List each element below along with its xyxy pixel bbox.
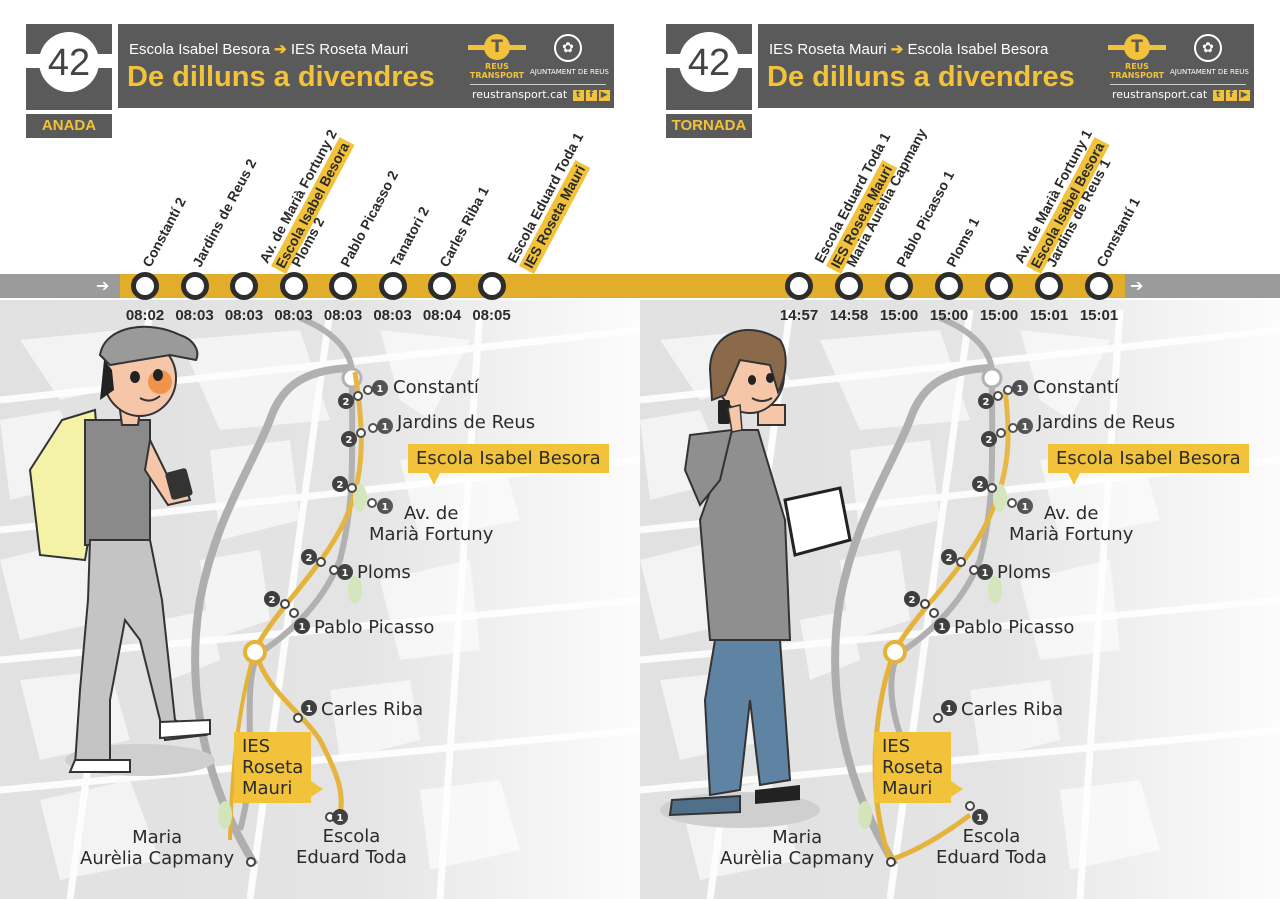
stop-marker[interactable] xyxy=(428,272,456,300)
map-label-constanti: Constantí xyxy=(393,377,479,398)
stop-time: 08:05 xyxy=(472,307,511,324)
map-label-maria-aurelia: Maria Aurèlia Capmany xyxy=(720,827,875,869)
map-tornada: 12 12 21 21 21 1 1 xyxy=(640,300,1280,899)
facebook-icon[interactable]: f xyxy=(585,89,597,101)
map-label-ploms: Ploms xyxy=(357,562,411,583)
callout-isabel-besora: Escola Isabel Besora xyxy=(1048,444,1249,485)
reus-transport-logo: T REUS TRANSPORT xyxy=(468,34,526,84)
stop-marker[interactable] xyxy=(785,272,813,300)
stop-time: 15:01 xyxy=(1079,307,1119,324)
website-link[interactable]: reustransport.cat xyxy=(472,88,568,101)
callout-roseta-mauri: IES Roseta Mauri xyxy=(874,732,964,803)
panel-anada: 12 12 21 21 21 1 1 xyxy=(0,24,640,899)
stop-marker[interactable] xyxy=(180,272,209,300)
stop-marker[interactable] xyxy=(885,272,913,300)
stop-marker[interactable] xyxy=(1035,272,1063,300)
map-label-av-maria-fortuny: Av. de Marià Fortuny xyxy=(369,503,494,545)
ajuntament-logo: ✿ AJUNTAMENT DE REUS xyxy=(1170,34,1249,76)
stop-marker[interactable] xyxy=(131,272,159,300)
city-seal-icon: ✿ xyxy=(554,34,582,62)
reus-transport-logo-text: REUS TRANSPORT xyxy=(1109,62,1165,80)
map-label-ploms: Ploms xyxy=(997,562,1051,583)
boy-illustration xyxy=(28,325,215,776)
map-label-maria-aurelia: Maria Aurèlia Capmany xyxy=(80,827,235,869)
direction-badge: ANADA xyxy=(26,114,112,138)
map-anada: 12 12 21 21 21 1 1 xyxy=(0,300,640,899)
line-number-badge: 42 xyxy=(666,24,752,110)
facebook-icon[interactable]: f xyxy=(1225,89,1237,101)
direction-arrow-icon: ➔ xyxy=(1130,276,1144,295)
ajuntament-text: AJUNTAMENT DE REUS xyxy=(530,68,609,76)
map-label-jardins: Jardins de Reus xyxy=(1037,412,1176,433)
route-arrow-icon: ➔ xyxy=(890,41,904,58)
youtube-icon[interactable]: ▶ xyxy=(1238,89,1250,101)
stop-marker[interactable] xyxy=(1085,272,1113,300)
stop-time: 15:00 xyxy=(929,307,969,324)
service-days: De dilluns a divendres xyxy=(767,61,1075,93)
route-to: IES Roseta Mauri xyxy=(290,41,409,58)
route-title: Escola Isabel Besora ➔ IES Roseta Mauri xyxy=(129,40,408,58)
map-label-pablo-picasso: Pablo Picasso xyxy=(954,617,1075,638)
stop-time: 08:03 xyxy=(323,307,363,324)
stop-marker[interactable] xyxy=(985,272,1013,300)
route-from: Escola Isabel Besora xyxy=(129,41,270,58)
stop-time: 08:02 xyxy=(125,307,165,324)
stop-time: 08:04 xyxy=(422,307,462,324)
map-label-jardins: Jardins de Reus xyxy=(397,412,536,433)
stop-time: 08:03 xyxy=(373,307,412,324)
map-label-escola-eduard-toda: Escola Eduard Toda xyxy=(296,826,407,868)
callout-roseta-mauri: IES Roseta Mauri xyxy=(234,732,324,803)
map-label-escola-eduard-toda: Escola Eduard Toda xyxy=(936,826,1047,868)
stop-marker[interactable] xyxy=(935,272,963,300)
map-label-carles-riba: Carles Riba xyxy=(961,699,1064,720)
route-title: IES Roseta Mauri ➔ Escola Isabel Besora xyxy=(769,40,1048,58)
reus-transport-logo: T REUS TRANSPORT xyxy=(1108,34,1166,84)
stop-time: 14:57 xyxy=(779,307,819,324)
line-number-badge: 42 xyxy=(26,24,112,110)
girl-illustration xyxy=(660,329,852,828)
stop-marker[interactable] xyxy=(835,272,863,300)
route-from: IES Roseta Mauri xyxy=(769,41,887,58)
route-to: Escola Isabel Besora xyxy=(907,41,1049,58)
map-label-pablo-picasso: Pablo Picasso xyxy=(314,617,435,638)
callout-isabel-besora: Escola Isabel Besora xyxy=(408,444,609,485)
reus-transport-logo-text: REUS TRANSPORT xyxy=(469,62,525,80)
panel-tornada: 12 12 21 21 21 1 1 xyxy=(640,0,1280,899)
stop-time: 08:03 xyxy=(224,307,264,324)
route-arrow-icon: ➔ xyxy=(274,41,287,58)
header-box: IES Roseta Mauri ➔ Escola Isabel Besora … xyxy=(758,24,1254,108)
stop-marker[interactable] xyxy=(279,272,308,300)
service-days: De dilluns a divendres xyxy=(127,61,435,93)
ajuntament-text: AJUNTAMENT DE REUS xyxy=(1170,68,1249,76)
stop-time: 08:03 xyxy=(274,307,313,324)
stop-time: 15:00 xyxy=(979,307,1019,324)
stop-marker[interactable] xyxy=(329,272,357,300)
line-number: 42 xyxy=(47,42,91,84)
youtube-icon[interactable]: ▶ xyxy=(598,89,610,101)
twitter-icon[interactable]: t xyxy=(1212,89,1224,101)
stop-marker[interactable] xyxy=(378,272,407,300)
twitter-icon[interactable]: t xyxy=(572,89,584,101)
stop-time: 15:00 xyxy=(879,307,919,324)
direction-arrow-icon: ➔ xyxy=(96,276,110,295)
stop-marker[interactable] xyxy=(477,272,506,300)
stop-time: 08:03 xyxy=(175,307,214,324)
route-track-gray xyxy=(0,274,120,298)
direction-badge: TORNADA xyxy=(666,114,752,138)
website-link[interactable]: reustransport.cat xyxy=(1112,88,1208,101)
city-seal-icon: ✿ xyxy=(1194,34,1222,62)
ajuntament-logo: ✿ AJUNTAMENT DE REUS xyxy=(530,34,609,76)
map-label-av-maria-fortuny: Av. de Marià Fortuny xyxy=(1009,503,1134,545)
map-label-carles-riba: Carles Riba xyxy=(321,699,424,720)
stop-marker[interactable] xyxy=(230,272,258,300)
route-track-gray xyxy=(1125,274,1280,298)
line-number: 42 xyxy=(687,42,731,84)
map-label-constanti: Constantí xyxy=(1033,377,1119,398)
stop-time: 14:58 xyxy=(829,307,869,324)
header-box: Escola Isabel Besora ➔ IES Roseta Mauri … xyxy=(118,24,614,108)
stop-time: 15:01 xyxy=(1029,307,1069,324)
